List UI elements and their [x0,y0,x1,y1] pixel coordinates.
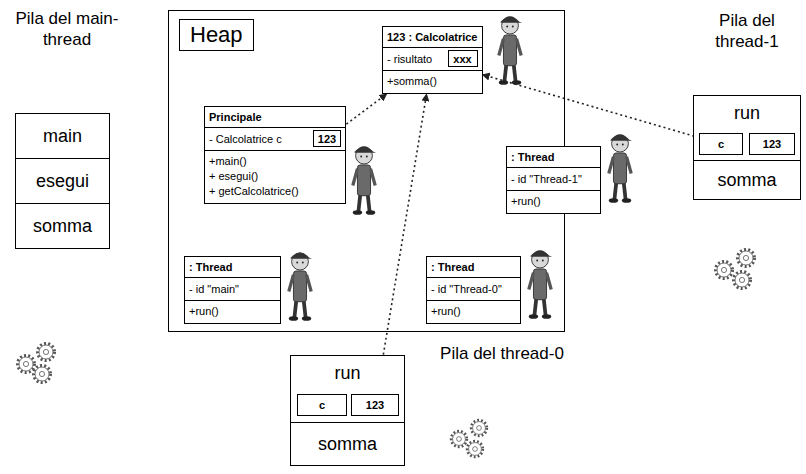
method-list: +somma() [383,71,482,93]
object-title: : Thread [185,257,280,278]
method-name: +run() [507,194,600,209]
cell-value: 123 [366,399,384,411]
value-cell: 123 [749,133,795,155]
stack-frame: somma [290,422,405,466]
gears-main [18,344,55,383]
frame-name: esegui [16,159,109,203]
method-list: +run() [507,191,600,213]
method-name: + esegui() [205,169,345,184]
method-name: +somma() [383,74,482,89]
frame-name: somma [16,204,109,248]
stack-frame: run c 123 [290,355,405,423]
figure-thread-1 [609,134,632,203]
object-title: : Thread [507,147,600,168]
stack-frame: somma [15,203,110,249]
method-name: + getCalcolatrice() [205,184,345,199]
frame-name: run [694,96,800,124]
object-title: Principale [205,107,345,128]
method-list: +main()+ esegui()+ getCalcolatrice() [205,151,345,203]
object-title: 123 : Calcolatrice [383,27,482,48]
stack-frame: esegui [15,158,110,204]
value-cell: c [297,394,347,416]
object-box: : Thread- id "Thread-1" +run() [506,146,601,214]
heap-area: Heap123 : Calcolatrice- risultato+somma(… [168,10,565,332]
method-name: +main() [205,154,345,169]
value-cell: xxx [448,50,478,67]
object-box: : Thread- id "main" +run() [184,256,281,324]
cell-value: c [718,138,724,150]
attribute-row: - id "main" [185,278,280,301]
value-cell: c [699,133,743,155]
gears-thread-1 [716,250,755,289]
figure-thread-0 [529,250,552,319]
reference-arrow [377,94,427,394]
thread-stack: Pila del main-threadmaineseguisomma [12,8,122,50]
stack-title: Pila del thread-0 [440,343,564,364]
method-name: +run() [427,304,520,319]
value-cell: 123 [313,130,341,147]
stack-frame: somma [693,160,801,200]
object-box: 123 : Calcolatrice- risultato+somma()xxx [382,26,483,94]
frame-name: main [16,114,109,158]
cell-value: c [319,399,325,411]
stack-title: Pila del main-thread [12,8,122,50]
frame-name: run [291,356,404,384]
method-list: +run() [427,301,520,323]
stack-frame: main [15,113,110,159]
cell-value: xxx [453,53,471,65]
thread-stack: Pila del thread-1runc123somma [693,10,801,52]
object-box: Principale- Calcolatrice c+main()+ esegu… [204,106,346,204]
value-cell: 123 [351,394,399,416]
attribute-row: - id "Thread-0" [427,278,520,301]
method-list: +run() [185,301,280,323]
figure-calcolatrice [499,16,522,85]
frame-name: somma [291,423,404,465]
method-name: +run() [185,304,280,319]
object-title: : Thread [427,257,520,278]
heap-label: Heap [179,19,254,51]
stack-frame: run c 123 [693,95,801,161]
object-box: : Thread- id "Thread-0" +run() [426,256,521,324]
stack-title: Pila del thread-1 [693,10,801,52]
figure-thread-main [289,252,312,321]
cell-value: 123 [763,138,781,150]
reference-arrow [483,75,700,138]
frame-name: somma [694,161,800,199]
cell-value: 123 [318,133,336,145]
gears-thread-0 [451,420,487,457]
attribute-row: - id "Thread-1" [507,168,600,191]
figure-principale [353,146,376,215]
